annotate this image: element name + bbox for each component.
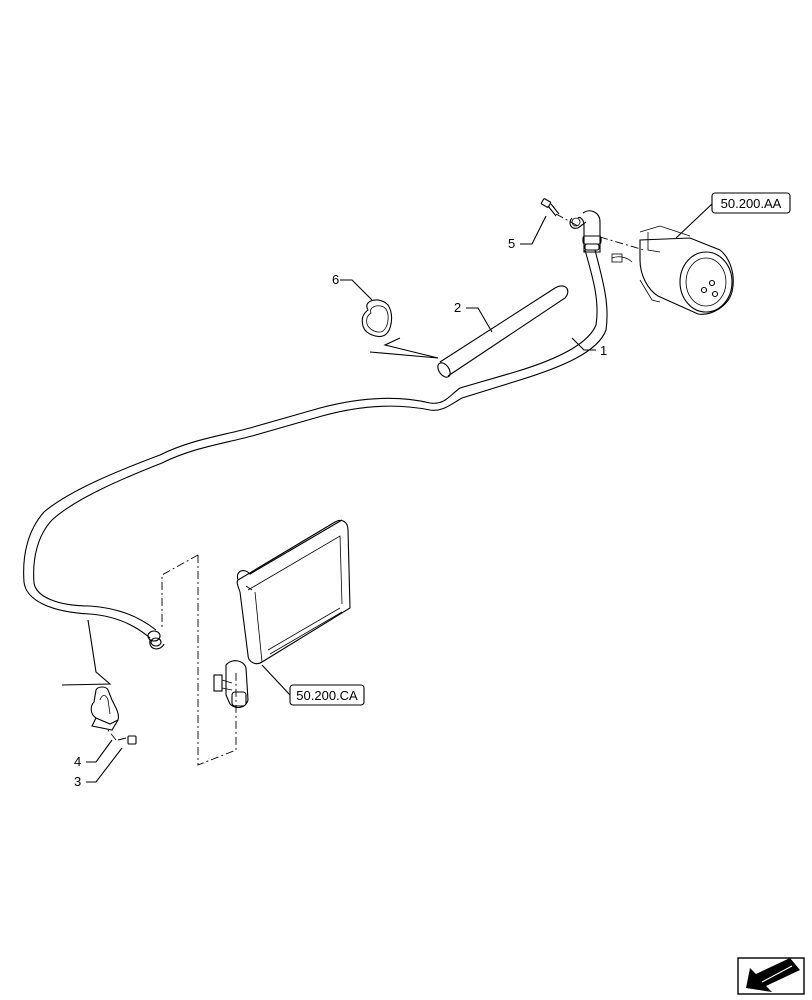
callout-2: 2 [454, 300, 461, 315]
bolt-3 [107, 729, 137, 745]
sleeve-2 [437, 285, 569, 378]
callout-5: 5 [508, 236, 515, 251]
callout-6: 6 [332, 272, 339, 287]
o-ring-6 [361, 299, 439, 359]
bolt-5 [540, 198, 579, 227]
compressor [599, 225, 734, 315]
leader-hose-end [61, 619, 112, 686]
ref-box-compressor[interactable]: 50.200.AA [711, 192, 791, 214]
clip-4 [90, 686, 119, 731]
leader-lines [86, 203, 713, 783]
next-page-arrow-icon[interactable] [737, 957, 805, 995]
hose-1 [23, 210, 608, 650]
callout-numbers: 1 2 3 4 5 6 [74, 236, 607, 789]
callout-3: 3 [74, 774, 81, 789]
ref-box-evaporator[interactable]: 50.200.CA [289, 684, 365, 706]
ref-label-compressor: 50.200.AA [721, 196, 782, 211]
evaporator [161, 519, 351, 766]
ref-label-evaporator: 50.200.CA [296, 688, 358, 703]
callout-4: 4 [74, 754, 81, 769]
callout-1: 1 [600, 343, 607, 358]
